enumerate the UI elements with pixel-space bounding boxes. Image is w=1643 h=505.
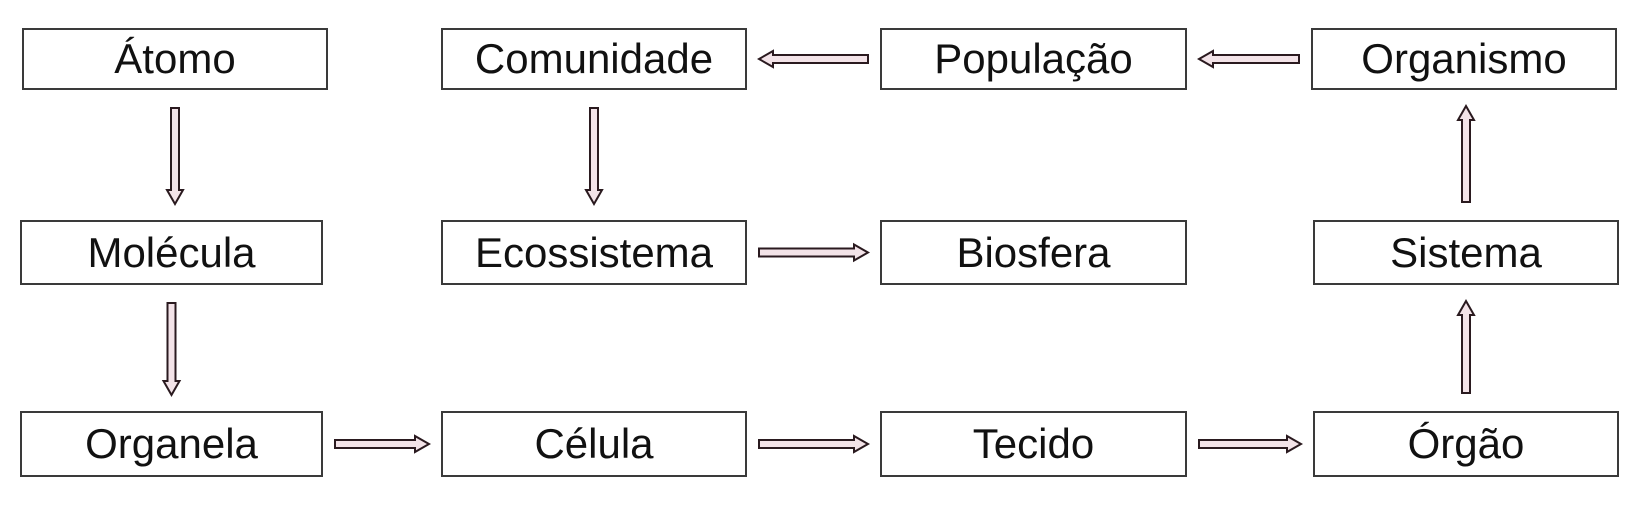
node-tecido: Tecido	[880, 411, 1187, 477]
arrow-celula-to-tecido	[758, 434, 871, 454]
node-sistema: Sistema	[1313, 220, 1619, 285]
arrow-tecido-to-orgao	[1198, 434, 1304, 454]
node-organela: Organela	[20, 411, 323, 477]
arrow-sistema-to-organismo	[1456, 103, 1476, 203]
arrow-orgao-to-sistema	[1456, 298, 1476, 394]
arrow-atomo-to-molecula	[165, 107, 185, 207]
node-atomo: Átomo	[22, 28, 328, 90]
arrow-molecula-to-organela	[161, 302, 182, 398]
node-biosfera: Biosfera	[880, 220, 1187, 285]
node-comunidade: Comunidade	[441, 28, 747, 90]
node-organismo: Organismo	[1311, 28, 1617, 90]
arrow-populacao-to-comunidade	[756, 49, 869, 69]
arrow-comunidade-to-ecossistema	[584, 107, 604, 207]
arrow-ecossistema-to-biosfera	[758, 242, 871, 263]
node-populacao: População	[880, 28, 1187, 90]
node-celula: Célula	[441, 411, 747, 477]
arrow-organismo-to-populacao	[1196, 49, 1300, 69]
node-molecula: Molécula	[20, 220, 323, 285]
arrow-organela-to-celula	[334, 434, 432, 454]
node-orgao: Órgão	[1313, 411, 1619, 477]
node-ecossistema: Ecossistema	[441, 220, 747, 285]
